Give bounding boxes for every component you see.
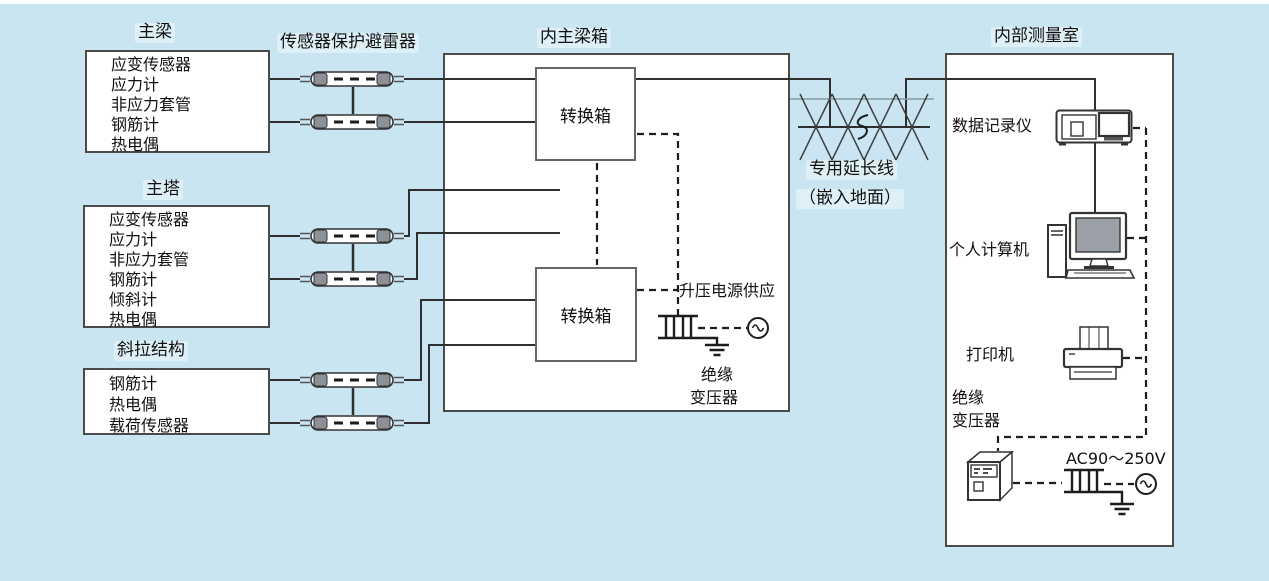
arrester-icon xyxy=(298,270,406,288)
sensor-item: 钢筋计 xyxy=(109,374,158,393)
arrester-icon xyxy=(298,414,406,432)
group-title-main-tower: 主塔 xyxy=(143,179,183,200)
sensor-item: 非应力套管 xyxy=(111,95,192,114)
cable-break-squiggle xyxy=(856,114,869,140)
isolation-transformer-label-2a: 绝缘 xyxy=(952,388,985,407)
data-logger-label: 数据记录仪 xyxy=(952,116,1033,135)
ac-rating-label: AC90～250V xyxy=(1066,449,1166,468)
isolation-transformer-label-1b: 变压器 xyxy=(690,388,739,407)
cable-lattice xyxy=(799,93,929,161)
arrester-icon xyxy=(298,371,406,389)
top-white-strip xyxy=(0,0,1269,4)
arrester-title: 传感器保护避雷器 xyxy=(277,32,419,53)
isolation-transformer-label-1a: 绝缘 xyxy=(701,365,734,384)
converter-box-1-label: 转换箱 xyxy=(560,106,611,127)
extension-cable-icon xyxy=(790,93,934,161)
converter-box-1: 转换箱 xyxy=(535,67,636,161)
sensor-list-stay-cable: 钢筋计 热电偶 载荷传感器 xyxy=(83,370,189,436)
sensor-group-box-main-beam xyxy=(85,50,270,153)
converter-box-2: 转换箱 xyxy=(535,267,637,362)
sensor-item: 热电偶 xyxy=(109,310,158,329)
sensor-list-main-tower: 应变传感器 应力计 非应力套管 钢筋计 倾斜计 热电偶 xyxy=(83,207,189,330)
sensor-item: 应力计 xyxy=(111,75,160,94)
sensor-item: 应变传感器 xyxy=(109,210,190,229)
extension-cable-label-2: （嵌入地面） xyxy=(796,188,904,209)
personal-computer-label: 个人计算机 xyxy=(949,240,1030,259)
arrester-icon xyxy=(298,227,406,245)
group-title-main-beam: 主梁 xyxy=(135,22,175,43)
sensor-item: 应力计 xyxy=(109,230,158,249)
sensor-group-box-main-tower xyxy=(83,205,270,328)
measurement-room-title: 内部测量室 xyxy=(991,26,1082,47)
boost-supply-label: 升压电源供应 xyxy=(679,281,776,300)
isolation-transformer-label-2b: 变压器 xyxy=(952,411,1001,430)
sensor-item: 热电偶 xyxy=(109,395,158,414)
sensor-item: 倾斜计 xyxy=(109,290,158,309)
converter-box-2-label: 转换箱 xyxy=(560,307,612,327)
arrester-icon xyxy=(298,70,406,88)
group-title-stay-cable: 斜拉结构 xyxy=(114,340,188,361)
sensor-group-box-stay-cable xyxy=(83,368,270,435)
printer-label: 打印机 xyxy=(966,345,1015,364)
sensor-item: 钢筋计 xyxy=(111,115,160,134)
sensor-item: 载荷传感器 xyxy=(109,416,190,435)
extension-cable-label-1: 专用延长线 xyxy=(806,159,897,180)
sensor-item: 应变传感器 xyxy=(111,55,192,74)
arrester-icon xyxy=(298,113,406,131)
girder-box-title: 内主梁箱 xyxy=(537,27,611,48)
sensor-item: 热电偶 xyxy=(111,135,160,154)
sensor-list-main-beam: 应变传感器 应力计 非应力套管 钢筋计 热电偶 xyxy=(85,52,191,155)
sensor-item: 非应力套管 xyxy=(109,250,190,269)
sensor-item: 钢筋计 xyxy=(109,270,158,289)
